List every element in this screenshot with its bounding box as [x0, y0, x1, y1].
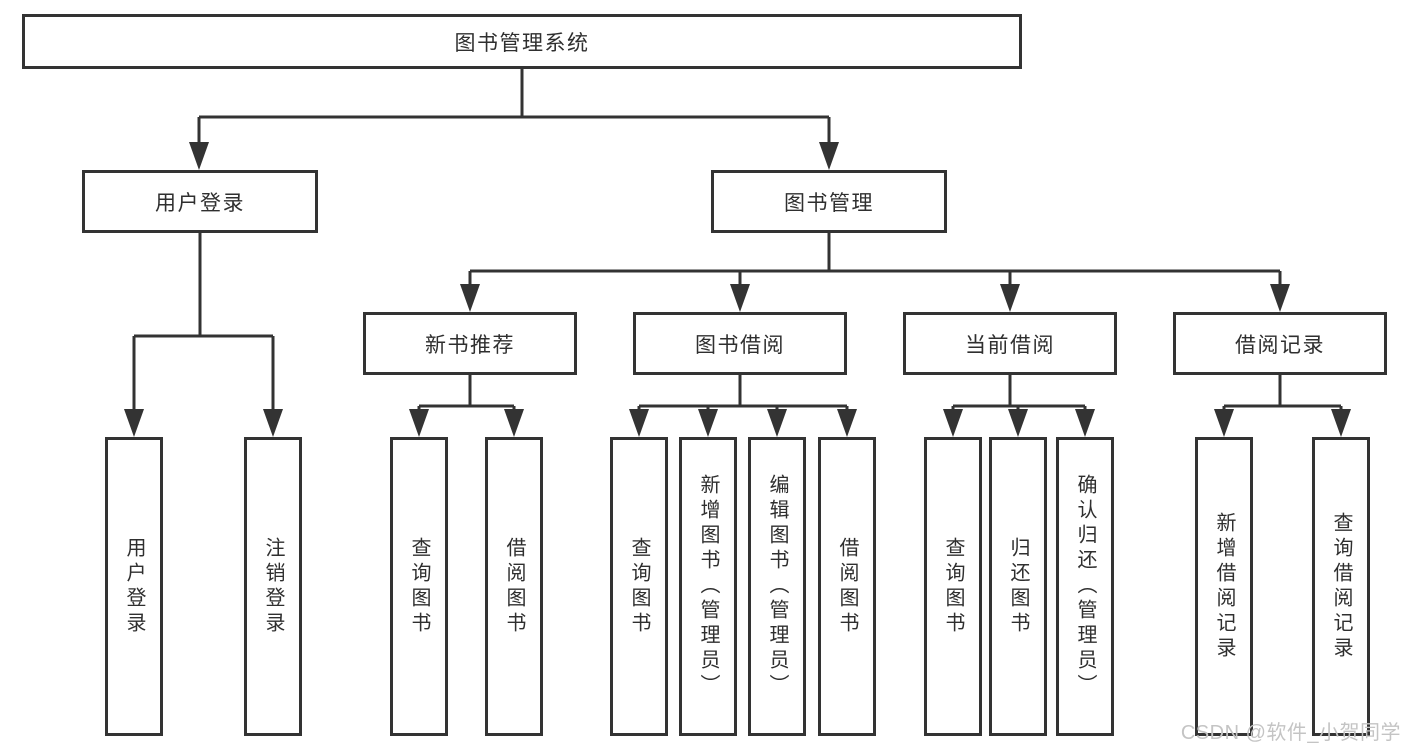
node-leaf-add-book-admin: 新增图书（管理员）: [679, 437, 737, 736]
node-current-borrow: 当前借阅: [903, 312, 1117, 375]
arrowhead: [1000, 284, 1020, 312]
arrowhead: [1214, 409, 1234, 437]
node-leaf-query-books-borrow: 查询图书: [610, 437, 668, 736]
edge-user-login-to-children: [124, 233, 283, 437]
node-label: 新增借阅记录: [1213, 511, 1235, 662]
arrowhead: [943, 409, 963, 437]
node-label: 图书借阅: [695, 333, 785, 357]
node-label: 查询图书: [942, 536, 964, 637]
node-label: 用户登录: [123, 536, 145, 637]
node-leaf-query-books-current: 查询图书: [924, 437, 982, 736]
node-label: 借阅图书: [836, 536, 858, 637]
arrowhead: [698, 409, 718, 437]
edge-book-borrow-to-children: [629, 375, 857, 437]
node-borrow-records: 借阅记录: [1173, 312, 1387, 375]
node-label: 当前借阅: [965, 333, 1055, 357]
arrowhead: [1270, 284, 1290, 312]
arrowhead: [460, 284, 480, 312]
edge-current-borrow-to-children: [943, 375, 1095, 437]
node-leaf-edit-book-admin: 编辑图书（管理员）: [748, 437, 806, 736]
node-leaf-query-books-recommend: 查询图书: [390, 437, 448, 736]
edge-new-book-to-children: [409, 375, 524, 437]
arrowhead: [767, 409, 787, 437]
node-user-login: 用户登录: [82, 170, 318, 233]
node-label: 注销登录: [262, 536, 284, 637]
arrowhead: [189, 142, 209, 170]
arrowhead: [837, 409, 857, 437]
node-label: 归还图书: [1007, 536, 1029, 637]
arrowhead: [1075, 409, 1095, 437]
node-leaf-add-borrow-record: 新增借阅记录: [1195, 437, 1253, 736]
node-leaf-query-borrow-record: 查询借阅记录: [1312, 437, 1370, 736]
edge-borrow-records-to-children: [1214, 375, 1351, 437]
node-root-library-system: 图书管理系统: [22, 14, 1022, 69]
node-label: 查询借阅记录: [1330, 511, 1352, 662]
arrowhead: [819, 142, 839, 170]
arrowhead: [409, 409, 429, 437]
node-leaf-borrow-books-recommend: 借阅图书: [485, 437, 543, 736]
node-new-book-recommend: 新书推荐: [363, 312, 577, 375]
arrowhead: [504, 409, 524, 437]
node-label: 查询图书: [628, 536, 650, 637]
node-label: 查询图书: [408, 536, 430, 637]
arrowhead: [124, 409, 144, 437]
node-label: 借阅记录: [1235, 333, 1325, 357]
arrowhead: [730, 284, 750, 312]
node-leaf-logout: 注销登录: [244, 437, 302, 736]
node-leaf-return-books: 归还图书: [989, 437, 1047, 736]
node-label: 图书管理: [784, 191, 874, 215]
node-leaf-user-login: 用户登录: [105, 437, 163, 736]
arrowhead: [629, 409, 649, 437]
arrowhead: [1008, 409, 1028, 437]
node-label: 图书管理系统: [454, 31, 590, 55]
node-label: 编辑图书（管理员）: [766, 474, 788, 699]
node-label: 确认归还（管理员）: [1074, 474, 1096, 699]
arrowhead: [1331, 409, 1351, 437]
watermark-text: CSDN @软件_小贺同学: [1180, 722, 1401, 744]
edge-root-to-level2: [189, 69, 839, 170]
node-label: 用户登录: [155, 191, 245, 215]
edge-book-management-to-level3: [460, 233, 1290, 312]
node-book-borrow: 图书借阅: [633, 312, 847, 375]
node-leaf-confirm-return-admin: 确认归还（管理员）: [1056, 437, 1114, 736]
node-label: 新书推荐: [425, 333, 515, 357]
node-leaf-borrow-books: 借阅图书: [818, 437, 876, 736]
node-label: 新增图书（管理员）: [697, 474, 719, 699]
arrowhead: [263, 409, 283, 437]
node-book-management: 图书管理: [711, 170, 947, 233]
node-label: 借阅图书: [503, 536, 525, 637]
